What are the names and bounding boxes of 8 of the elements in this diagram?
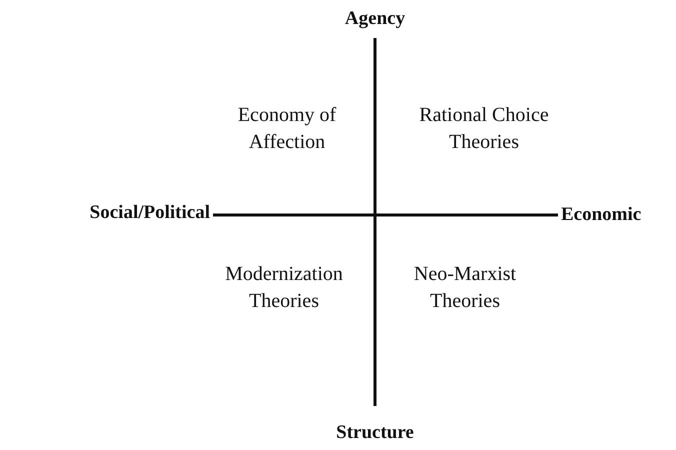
quadrant-label: Economy of Affection — [236, 103, 338, 155]
quadrant-label: Modernization Theories — [224, 262, 344, 314]
axis-label: Social/Political — [88, 201, 210, 225]
axis-label: Economic — [561, 203, 642, 227]
axis-label: Structure — [335, 421, 415, 445]
quadrant-label: Rational Choice Theories — [418, 103, 550, 155]
quadrant-label: Neo-Marxist Theories — [412, 262, 518, 314]
axis-label: Agency — [344, 7, 406, 31]
